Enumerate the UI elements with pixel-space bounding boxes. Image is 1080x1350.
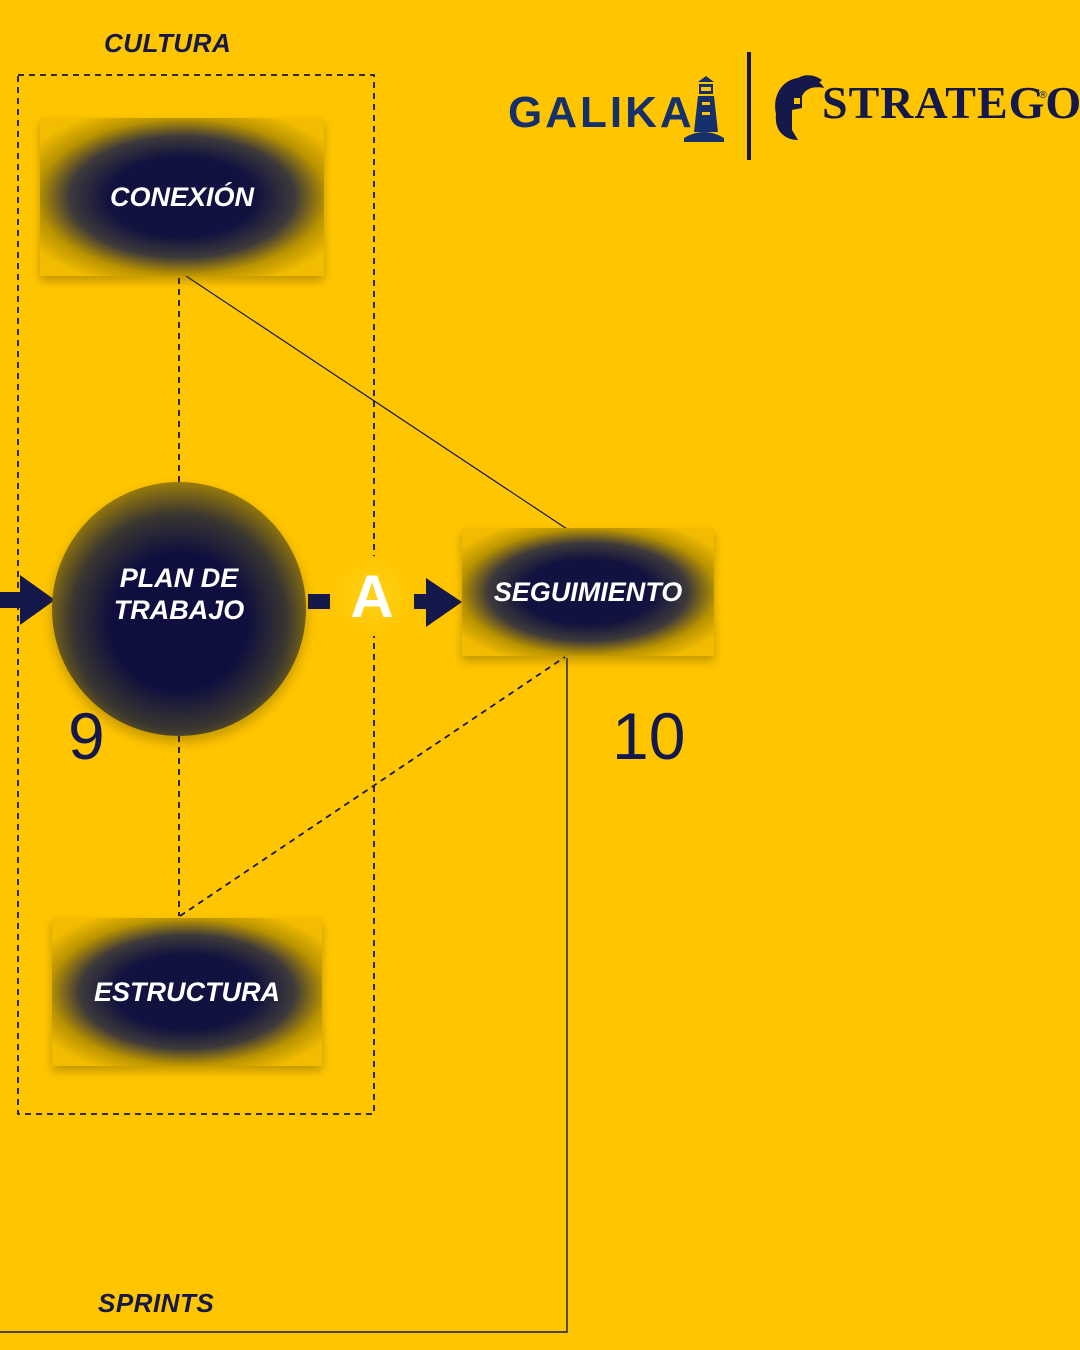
plan-de-trabajo-node: PLAN DE TRABAJO (52, 482, 306, 736)
incoming-arrow-shaft (0, 592, 22, 608)
a-badge: A (332, 556, 412, 636)
logo-divider (747, 52, 751, 160)
spartan-helmet-icon (775, 75, 824, 140)
dashed-link-estructura-seguimiento (179, 656, 566, 917)
estructura-node-label: ESTRUCTURA (94, 977, 280, 1007)
seguimiento-arrow-shaft (414, 594, 428, 609)
partner-logos: GALIKA STRATEGOS ® (500, 50, 1080, 165)
link-conexion-seguimiento (185, 275, 568, 530)
seguimiento-node-label: SEGUIMIENTO (493, 577, 683, 607)
lighthouse-icon (684, 76, 724, 142)
registered-mark: ® (1038, 90, 1048, 101)
conexion-node: CONEXIÓN (40, 118, 324, 276)
galika-logo-text: GALIKA (508, 88, 695, 137)
incoming-arrow-head (20, 575, 55, 625)
plan-arrow-shaft (308, 594, 330, 609)
strategos-logo-text: STRATEGOS (822, 77, 1080, 128)
cultura-label: CULTURA (104, 28, 232, 58)
estructura-node: ESTRUCTURA (52, 918, 322, 1066)
seguimiento-arrow-head (426, 578, 462, 627)
step-number-seguimiento: 10 (612, 699, 686, 773)
sprints-label: SPRINTS (98, 1288, 215, 1318)
plan-de-trabajo-node-label: PLAN DE TRABAJO (113, 563, 245, 625)
conexion-node-label: CONEXIÓN (109, 182, 255, 212)
seguimiento-node: SEGUIMIENTO (462, 528, 714, 656)
step-number-plan: 9 (68, 699, 105, 773)
sprints-bracket-line (0, 658, 568, 1333)
